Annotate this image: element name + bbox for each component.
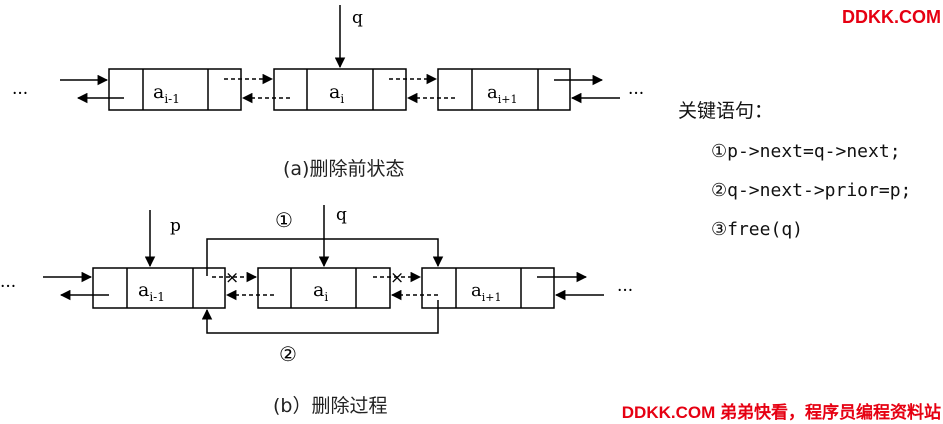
step-one-label: ① [275, 208, 293, 232]
node-cur-a-label: ai [329, 81, 344, 106]
node-next-a [437, 68, 571, 111]
key-statement-line-2: ②q->next->prior=p; [711, 180, 911, 201]
key-statement-line-1: ①p->next=q->next; [711, 141, 901, 162]
node-prev-b-label: ai-1 [138, 279, 165, 304]
ellipsis-left-a: ··· [12, 84, 28, 104]
key-statements-panel: 关键语句： ①p->next=q->next; ②q->next->prior=… [678, 100, 911, 240]
diagram-b: ··· ··· ai-1 ai ai+1 p q ① [0, 205, 633, 417]
watermark-top: DDKK.COM [842, 7, 941, 27]
node-next-b [421, 267, 555, 309]
node-cur-b-label: ai [313, 279, 328, 304]
node-next-a-label: ai+1 [487, 82, 517, 106]
node-prev-b [92, 267, 226, 309]
q-label-a: q [352, 8, 363, 28]
step-one-arrow [206, 238, 444, 276]
key-statements-title: 关键语句： [678, 100, 773, 122]
ellipsis-right-a: ··· [628, 84, 644, 104]
caption-a: (a)删除前状态 [283, 158, 404, 180]
diagram-a: ··· ··· ai-1 ai ai+1 q [12, 5, 644, 180]
cross-mark-right: × [390, 268, 404, 288]
q-label-b: q [336, 205, 347, 225]
node-cur-a [273, 68, 407, 111]
watermark-bottom: DDKK.COM 弟弟快看，程序员编程资料站 [622, 402, 941, 422]
node-prev-a [108, 68, 242, 111]
node-prev-a-label: ai-1 [153, 81, 180, 106]
p-label-b: p [170, 216, 181, 236]
node-cur-b [257, 267, 391, 309]
ellipsis-right-b: ··· [617, 281, 633, 301]
cross-mark-left: × [225, 268, 239, 288]
step-two-label: ② [279, 342, 297, 366]
ellipsis-left-b: ··· [0, 277, 16, 297]
key-statement-line-3: ③free(q) [711, 219, 803, 240]
step-two-arrow [201, 300, 439, 334]
caption-b: (b）删除过程 [273, 395, 387, 417]
node-next-b-label: ai+1 [471, 280, 501, 304]
